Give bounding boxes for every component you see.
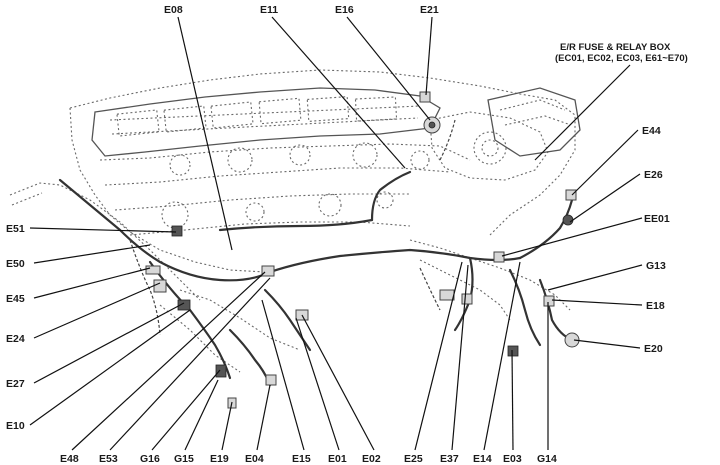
label-e08: E08 <box>164 4 183 16</box>
label-e48: E48 <box>60 453 79 465</box>
label-e27: E27 <box>6 378 25 390</box>
label-e20: E20 <box>644 343 663 355</box>
label-g16: G16 <box>140 453 160 465</box>
connectors <box>145 91 580 409</box>
label-e11: E11 <box>260 4 278 16</box>
label-e14: E14 <box>473 453 492 465</box>
label-e25: E25 <box>404 453 423 465</box>
label-e03: E03 <box>503 453 522 465</box>
leader-lines <box>29 16 643 451</box>
right-labels: E44 E26 EE01 G13 E18 E20 <box>642 125 670 355</box>
label-g14: G14 <box>537 453 557 465</box>
fuse-box-title: E/R FUSE & RELAY BOX (EC01, EC02, EC03, … <box>555 42 688 64</box>
label-e50: E50 <box>6 258 25 270</box>
label-e04: E04 <box>245 453 264 465</box>
label-e45: E45 <box>6 293 25 305</box>
label-g13: G13 <box>646 260 666 272</box>
engine-block-sketch <box>9 69 581 373</box>
label-e24: E24 <box>6 333 25 345</box>
wiring-harness-runs <box>58 119 574 387</box>
label-e51: E51 <box>6 223 25 235</box>
label-e01: E01 <box>328 453 347 465</box>
fuse-box-title-line2: (EC01, EC02, EC03, E61~E70) <box>555 53 688 64</box>
top-labels: E08 E11 E16 E21 <box>164 4 439 16</box>
label-e15: E15 <box>292 453 311 465</box>
label-e19: E19 <box>210 453 229 465</box>
label-e44: E44 <box>642 125 661 137</box>
label-e37: E37 <box>440 453 459 465</box>
left-labels: E51 E50 E45 E24 E27 E10 <box>6 223 25 432</box>
label-e21: E21 <box>420 4 439 16</box>
label-g15: G15 <box>174 453 194 465</box>
bottom-labels: E48 E53 G16 G15 E19 E04 E15 E01 E02 E25 … <box>60 453 557 465</box>
label-e16: E16 <box>335 4 354 16</box>
label-ee01: EE01 <box>644 213 670 225</box>
label-e53: E53 <box>99 453 118 465</box>
label-e26: E26 <box>644 169 663 181</box>
label-e10: E10 <box>6 420 25 432</box>
fuse-box-title-line1: E/R FUSE & RELAY BOX <box>560 42 671 53</box>
label-e02: E02 <box>362 453 381 465</box>
label-e18: E18 <box>646 300 665 312</box>
